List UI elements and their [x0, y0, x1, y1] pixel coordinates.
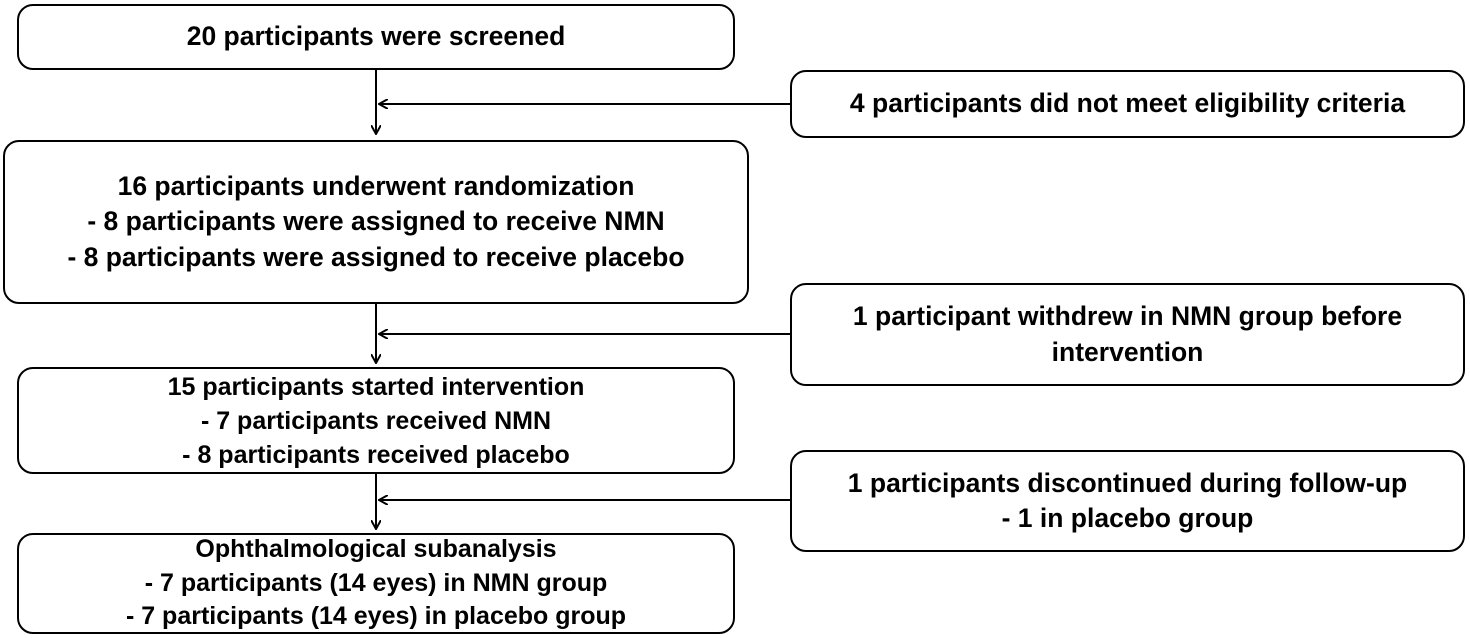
screened-line-1: 20 participants were screened [186, 21, 566, 52]
randomized-line-3: - 8 participants were assigned to receiv… [67, 241, 685, 272]
started-line-3: - 8 participants received placebo [182, 440, 570, 469]
randomized-line-1: 16 participants underwent randomization [117, 171, 635, 202]
discontinued-line-1: 1 participants discontinued during follo… [847, 467, 1408, 498]
withdrew-box: 1 participant withdrew in NMN group befo… [790, 283, 1465, 386]
randomized-line-2: - 8 participants were assigned to receiv… [87, 206, 665, 237]
withdrew-line-1: 1 participant withdrew in NMN group befo… [852, 301, 1403, 332]
subanalysis-line-1: Ophthalmological subanalysis [195, 535, 557, 564]
withdrew-line-2: intervention [1051, 336, 1204, 367]
discontinued-line-2: - 1 in placebo group [1001, 503, 1254, 533]
started-box: 15 participants started intervention - 7… [17, 367, 735, 474]
subanalysis-line-3: - 7 participants (14 eyes) in placebo gr… [125, 602, 627, 631]
randomized-box: 16 participants underwent randomization … [3, 140, 749, 304]
discontinued-box: 1 participants discontinued during follo… [790, 450, 1465, 552]
subanalysis-box: Ophthalmological subanalysis - 7 partici… [17, 533, 735, 634]
excluded-box: 4 participants did not meet eligibility … [790, 70, 1465, 138]
excluded-line-1: 4 participants did not meet eligibility … [849, 88, 1406, 119]
started-line-1: 15 participants started intervention [167, 372, 585, 401]
screened-box: 20 participants were screened [17, 4, 735, 70]
subanalysis-line-2: - 7 participants (14 eyes) in NMN group [144, 568, 608, 597]
started-line-2: - 7 participants received NMN [200, 406, 552, 435]
